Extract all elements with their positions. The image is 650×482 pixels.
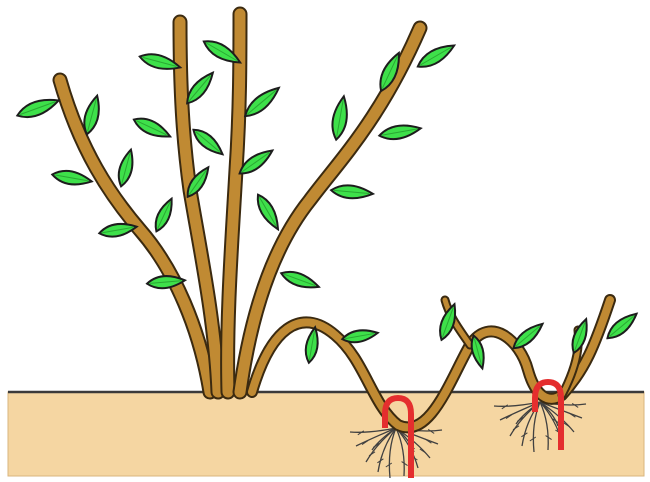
leaf-icon (253, 192, 283, 233)
leaf-icon (190, 125, 227, 159)
leaf-icon (151, 196, 176, 233)
leaf-icon (115, 148, 136, 188)
leaf-icon (131, 114, 173, 142)
leaf-icon (378, 122, 422, 142)
leaf-icon (341, 327, 378, 344)
leaf-icon (15, 94, 61, 122)
leaf-icon (510, 319, 546, 352)
leaf-icon (415, 40, 458, 72)
leaf-icon (303, 326, 320, 363)
leaf-icon (51, 168, 93, 188)
leaf-icon (330, 95, 351, 141)
leaf-icon (331, 184, 374, 200)
leaf-icon (241, 83, 283, 121)
leaf-icon (279, 268, 321, 293)
stem-icon (228, 14, 240, 392)
leaves (15, 36, 640, 370)
